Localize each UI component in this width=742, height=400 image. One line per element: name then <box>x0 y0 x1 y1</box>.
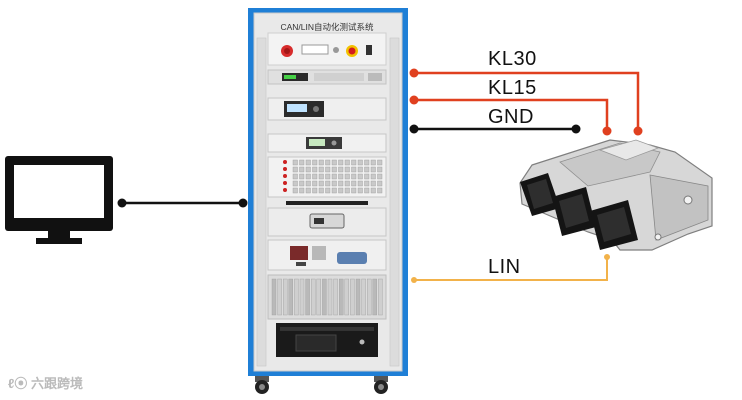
kl30-wire <box>409 68 643 136</box>
ecu-connector-2 <box>552 187 596 236</box>
adapter-modules <box>267 239 387 271</box>
lin-label: LIN <box>488 256 521 278</box>
lin-wire <box>411 254 610 283</box>
gnd-wire <box>409 124 581 134</box>
power-supply-unit <box>267 69 387 85</box>
ecu-unit <box>519 139 713 251</box>
kl30-label: KL30 <box>488 48 537 70</box>
kl15-wire <box>409 95 612 136</box>
multimeter-unit <box>267 97 387 121</box>
industrial-pc <box>276 323 378 357</box>
dmm-unit <box>267 133 387 153</box>
cabinet-wheel-right <box>374 374 388 394</box>
cabinet-bar <box>286 201 368 205</box>
switch-matrix-panel <box>267 156 387 198</box>
control-panel <box>267 32 387 66</box>
cabinet-title: CAN/LIN自动化测试系统 <box>280 22 374 32</box>
watermark-logo-icon: ℓ⦿ <box>8 376 31 391</box>
watermark-text: 六跟跨境 <box>30 376 83 391</box>
monitor-icon <box>5 156 113 244</box>
ecu-connector-3 <box>590 200 638 250</box>
test-cabinet <box>248 8 408 394</box>
gnd-label: GND <box>488 106 534 128</box>
pc-link-wire <box>117 198 248 208</box>
ecu-connector-1 <box>520 173 560 216</box>
kl15-label: KL15 <box>488 77 537 99</box>
card-cage <box>267 274 387 320</box>
can-interface-box <box>267 207 387 237</box>
cabinet-wheel-left <box>255 374 269 394</box>
watermark: ℓ⦿ 六跟跨境 <box>8 373 83 392</box>
